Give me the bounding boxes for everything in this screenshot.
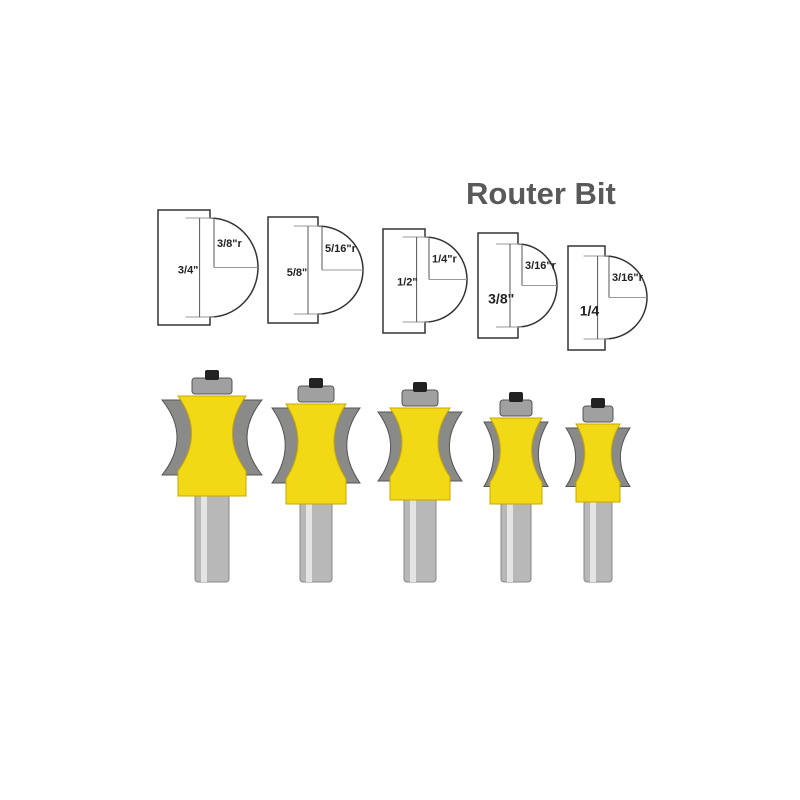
shank-highlight [410, 490, 416, 582]
radius-label: 3/8"r [217, 238, 243, 250]
height-label: 3/8" [488, 291, 514, 307]
shank [299, 493, 333, 583]
shank [194, 485, 230, 583]
yellow-body [389, 407, 451, 501]
profile-diagram: 5/16"r 5/8" [267, 216, 364, 324]
shank [583, 491, 613, 583]
radius-label: 3/16"r [612, 272, 644, 284]
router-bit [377, 382, 463, 583]
profile-outline [267, 216, 364, 324]
bearing-screw [309, 378, 323, 388]
profile-diagram: 3/16"r 1/4 [567, 245, 648, 351]
router-bit [565, 398, 631, 583]
bearing [401, 389, 439, 407]
bearing-screw [591, 398, 605, 408]
bearing [297, 385, 335, 403]
profile-diagram: 1/4"r 1/2" [382, 228, 468, 334]
shank-highlight [306, 494, 312, 582]
yellow-body [489, 417, 543, 505]
profile-outline [382, 228, 468, 334]
radius-label: 3/16"r [525, 260, 557, 272]
bearing-screw [413, 382, 427, 392]
bearing-screw [205, 370, 219, 380]
profile-diagram: 3/16"r 3/8" [477, 232, 558, 339]
bearing-screw [509, 392, 523, 402]
radius-label: 1/4"r [432, 253, 458, 265]
bearing [191, 377, 233, 395]
router-bit [160, 370, 264, 583]
height-label: 1/2" [397, 277, 418, 289]
profile-outline [157, 209, 259, 326]
profile-outline [477, 232, 558, 339]
height-label: 3/4" [178, 265, 199, 277]
bearing [499, 399, 533, 417]
shank [403, 489, 437, 583]
height-label: 1/4 [580, 303, 600, 319]
height-label: 5/8" [287, 267, 308, 279]
shank-highlight [507, 494, 513, 582]
shank [500, 493, 532, 583]
yellow-body [285, 403, 347, 505]
product-title: Router Bit [466, 176, 616, 211]
router-bit [483, 392, 549, 583]
radius-label: 5/16"r [325, 243, 357, 255]
yellow-body [575, 423, 621, 503]
shank-highlight [201, 486, 207, 582]
shank-highlight [590, 492, 596, 582]
router-bit [271, 378, 361, 583]
yellow-body [177, 395, 247, 497]
profile-outline [567, 245, 648, 351]
bearing [582, 405, 614, 423]
profile-diagram: 3/8"r 3/4" [157, 209, 259, 326]
